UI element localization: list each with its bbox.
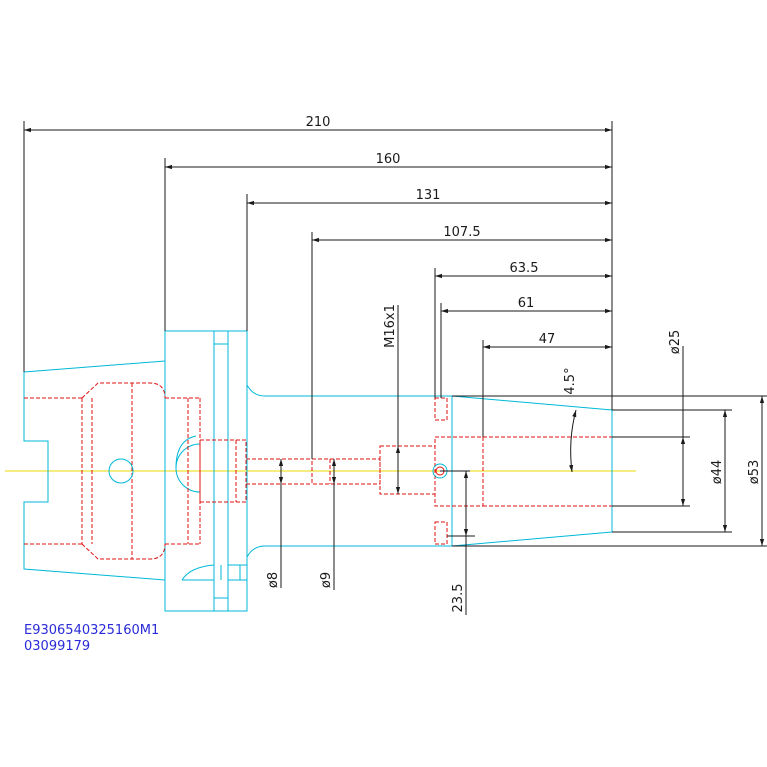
dim-phi53: ø53 xyxy=(747,460,762,485)
hidden-lines xyxy=(24,382,612,560)
dim-thread-m16x1: M16x1 xyxy=(383,304,398,348)
part-number: E9306540325160M1 xyxy=(24,623,159,638)
holder-outline xyxy=(23,330,613,612)
dim-phi25: ø25 xyxy=(668,330,683,355)
dim-107-5: 107.5 xyxy=(443,225,480,240)
dim-63-5: 63.5 xyxy=(510,261,539,276)
dim-23-5: 23.5 xyxy=(451,584,466,613)
dim-phi44: ø44 xyxy=(710,460,725,485)
part-code: 03099179 xyxy=(24,639,90,654)
dim-phi8: ø8 xyxy=(266,572,281,588)
dimension-lines xyxy=(23,121,767,615)
dim-47: 47 xyxy=(539,332,556,347)
dim-phi9: ø9 xyxy=(319,572,334,588)
dim-angle-4-5: 4.5° xyxy=(563,367,578,394)
dim-210: 210 xyxy=(306,115,331,130)
dim-160: 160 xyxy=(376,152,401,167)
dim-61: 61 xyxy=(518,296,535,311)
dim-131: 131 xyxy=(416,188,441,203)
